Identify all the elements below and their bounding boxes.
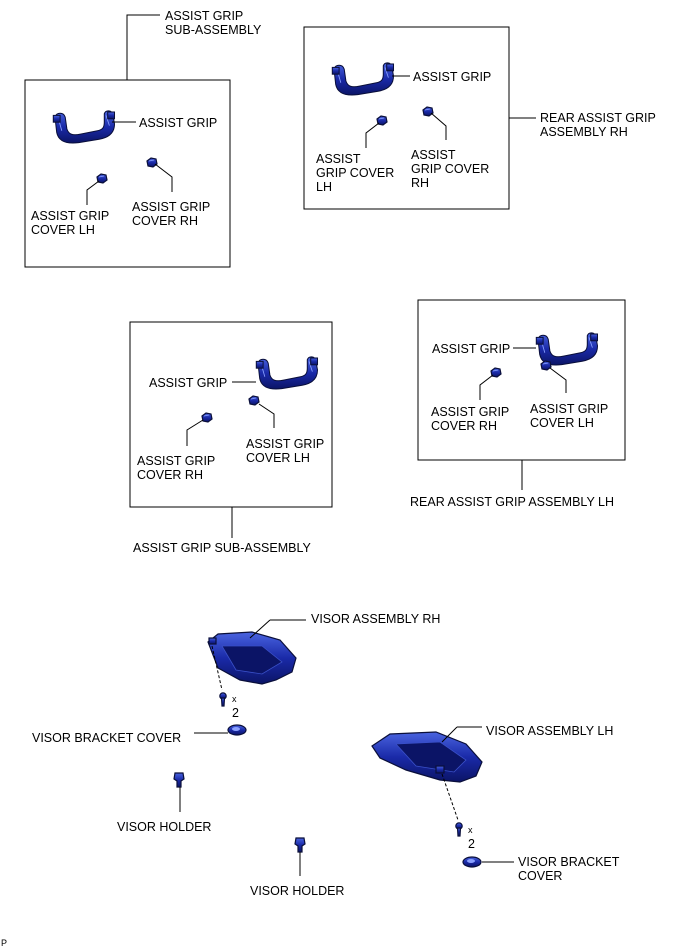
cover-lh-part: [540, 360, 552, 371]
group-middle-right: REAR ASSIST GRIP ASSEMBLY LH ASSIST GRIP…: [410, 299, 626, 509]
corner-mark: P: [1, 938, 7, 948]
label-mr-assembly: REAR ASSIST GRIP ASSEMBLY LH: [410, 495, 614, 509]
label-line: COVER LH: [31, 223, 95, 237]
label-line: COVER LH: [530, 416, 594, 430]
visor-holder-part: [173, 772, 185, 788]
label-line: ASSIST GRIP: [137, 454, 215, 468]
screw-part: [455, 822, 463, 837]
qty-1-n: 2: [232, 706, 239, 720]
label-bracket-cover-left: VISOR BRACKET COVER: [32, 731, 181, 745]
label-line: ASSIST GRIP: [432, 342, 510, 356]
bracket-cover-part: [227, 724, 247, 736]
group-middle-left: ASSIST GRIP SUB-ASSEMBLY ASSIST GRIP ASS…: [129, 321, 333, 555]
cover-rh-part: [146, 157, 158, 168]
label-line: VISOR ASSEMBLY LH: [486, 724, 613, 738]
box-middle-right: [417, 299, 626, 461]
label-line: ASSIST GRIP: [149, 376, 227, 390]
cover-rh-part: [201, 412, 213, 423]
label-line: COVER RH: [132, 214, 198, 228]
label-line: RH: [411, 176, 429, 190]
label-visor-rh: VISOR ASSEMBLY RH: [311, 612, 440, 626]
cover-rh-part: [422, 106, 434, 117]
label-line: ASSIST GRIP: [530, 402, 608, 416]
label-line: ASSIST GRIP: [139, 116, 217, 130]
label-line: LH: [316, 180, 332, 194]
label-ml-grip: ASSIST GRIP: [149, 376, 227, 390]
bracket-cover-part: [462, 856, 482, 868]
label-line: ASSIST: [411, 148, 456, 162]
label-line: REAR ASSIST GRIP ASSEMBLY LH: [410, 495, 614, 509]
label-line: VISOR HOLDER: [117, 820, 211, 834]
label-tr-grip: ASSIST GRIP: [413, 70, 491, 84]
label-line: SUB-ASSEMBLY: [165, 23, 262, 37]
label-line: GRIP COVER: [316, 166, 394, 180]
label-line: ASSIST GRIP: [132, 200, 210, 214]
label-holder-1: VISOR HOLDER: [117, 820, 211, 834]
label-line: ASSIST GRIP: [431, 405, 509, 419]
screw-part: [219, 692, 227, 707]
label-line: COVER RH: [137, 468, 203, 482]
label-line: ASSIST GRIP SUB-ASSEMBLY: [133, 541, 312, 555]
label-visor-lh: VISOR ASSEMBLY LH: [486, 724, 613, 738]
qty-1-x: x: [232, 694, 237, 704]
label-line: ASSEMBLY RH: [540, 125, 628, 139]
label-ml-assembly: ASSIST GRIP SUB-ASSEMBLY: [133, 541, 312, 555]
visor-lh-part: [371, 731, 483, 783]
label-line: ASSIST GRIP: [165, 9, 243, 23]
label-line: VISOR BRACKET: [518, 855, 620, 869]
qty-2-n: 2: [468, 837, 475, 851]
label-line: GRIP COVER: [411, 162, 489, 176]
label-line: VISOR ASSEMBLY RH: [311, 612, 440, 626]
label-line: COVER RH: [431, 419, 497, 433]
qty-2-x: x: [468, 825, 473, 835]
label-line: ASSIST GRIP: [246, 437, 324, 451]
label-mr-grip: ASSIST GRIP: [432, 342, 510, 356]
label-line: ASSIST GRIP: [413, 70, 491, 84]
box-middle-left: [129, 321, 333, 508]
label-line: REAR ASSIST GRIP: [540, 111, 656, 125]
assist-grip-part: [52, 110, 116, 144]
label-tl-grip: ASSIST GRIP: [139, 116, 217, 130]
label-line: VISOR HOLDER: [250, 884, 344, 898]
assist-grip-part: [255, 356, 319, 390]
label-holder-2: VISOR HOLDER: [250, 884, 344, 898]
group-visors: VISOR ASSEMBLY RH x 2 VISOR BRACKET COVE…: [32, 612, 620, 898]
label-line: ASSIST: [316, 152, 361, 166]
visor-rh-part: [207, 631, 297, 685]
visor-holder-part: [294, 837, 306, 853]
box-top-right: [303, 26, 510, 210]
box-top-left: [24, 79, 231, 268]
label-line: VISOR BRACKET COVER: [32, 731, 181, 745]
label-line: COVER: [518, 869, 562, 883]
assist-grip-part: [331, 62, 395, 96]
label-line: COVER LH: [246, 451, 310, 465]
label-line: ASSIST GRIP: [31, 209, 109, 223]
cover-lh-part: [248, 395, 260, 406]
assist-grip-part: [535, 332, 599, 366]
